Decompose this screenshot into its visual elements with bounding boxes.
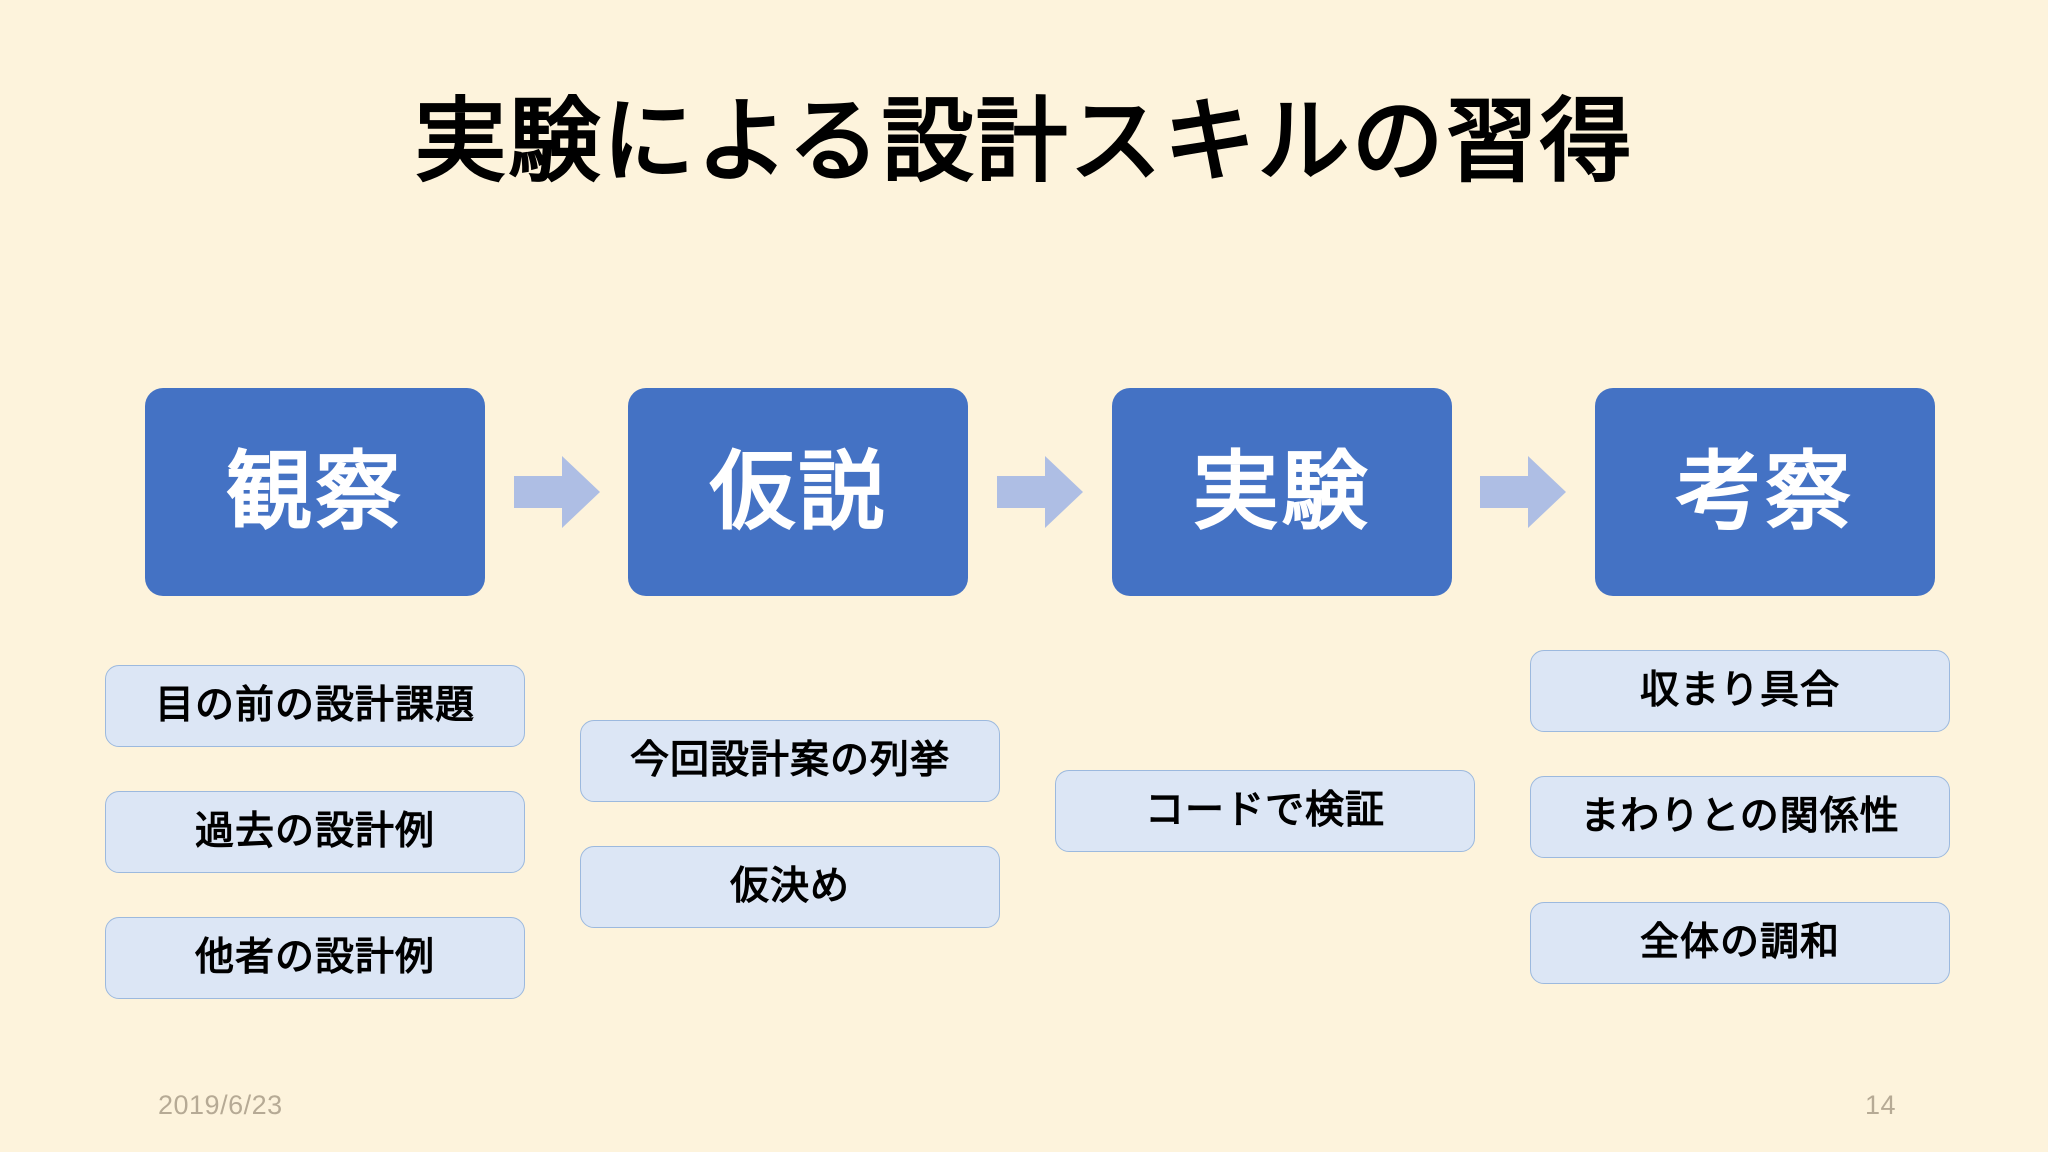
detail-item-label: コードで検証: [1144, 788, 1385, 832]
detail-item-label: 今回設計案の列挙: [629, 738, 950, 782]
stage-label: 考察: [1675, 444, 1854, 540]
detail-item[interactable]: 他者の設計例: [105, 917, 525, 999]
process-flow: 観察 仮説 実験 考察: [145, 387, 1935, 597]
detail-item[interactable]: まわりとの関係性: [1530, 776, 1950, 858]
detail-item-label: 過去の設計例: [194, 809, 435, 853]
detail-columns: 目の前の設計課題 過去の設計例 他者の設計例 今回設計案の列挙 仮決め コードで…: [0, 650, 2048, 1050]
detail-item[interactable]: 過去の設計例: [105, 791, 525, 873]
arrow-right-icon: [1480, 452, 1567, 532]
detail-column-hypothesis: 今回設計案の列挙 仮決め: [580, 720, 1000, 928]
detail-item[interactable]: コードで検証: [1055, 770, 1475, 852]
detail-item-label: 他者の設計例: [194, 935, 435, 979]
arrow-right-icon: [996, 452, 1083, 532]
stage-box-observation[interactable]: 観察: [145, 388, 485, 596]
detail-column-experiment: コードで検証: [1055, 770, 1475, 852]
detail-item-label: 目の前の設計課題: [154, 683, 475, 727]
stage-label: 観察: [226, 444, 404, 540]
detail-column-consideration: 収まり具合 まわりとの関係性 全体の調和: [1530, 650, 1950, 984]
stage-label: 実験: [1192, 444, 1371, 540]
detail-column-observation: 目の前の設計課題 過去の設計例 他者の設計例: [105, 665, 525, 999]
detail-item-label: 収まり具合: [1639, 668, 1840, 712]
detail-item[interactable]: 仮決め: [580, 846, 1000, 928]
stage-box-experiment[interactable]: 実験: [1111, 388, 1452, 596]
stage-label: 仮説: [709, 444, 888, 540]
detail-item[interactable]: 今回設計案の列挙: [580, 720, 1000, 802]
detail-item-label: 仮決め: [729, 864, 850, 908]
stage-box-hypothesis[interactable]: 仮説: [628, 388, 969, 596]
page-title: 実験による設計スキルの習得: [414, 91, 1634, 193]
detail-item[interactable]: 目の前の設計課題: [105, 665, 525, 747]
detail-item[interactable]: 収まり具合: [1530, 650, 1950, 732]
detail-item-label: まわりとの関係性: [1580, 794, 1900, 838]
stage-box-consideration[interactable]: 考察: [1594, 388, 1935, 596]
arrow-right-icon: [513, 452, 600, 532]
detail-item[interactable]: 全体の調和: [1530, 902, 1950, 984]
detail-item-label: 全体の調和: [1639, 920, 1840, 964]
footer-date: 2019/6/23: [158, 1090, 283, 1120]
footer-page-number: 14: [1864, 1090, 1896, 1120]
